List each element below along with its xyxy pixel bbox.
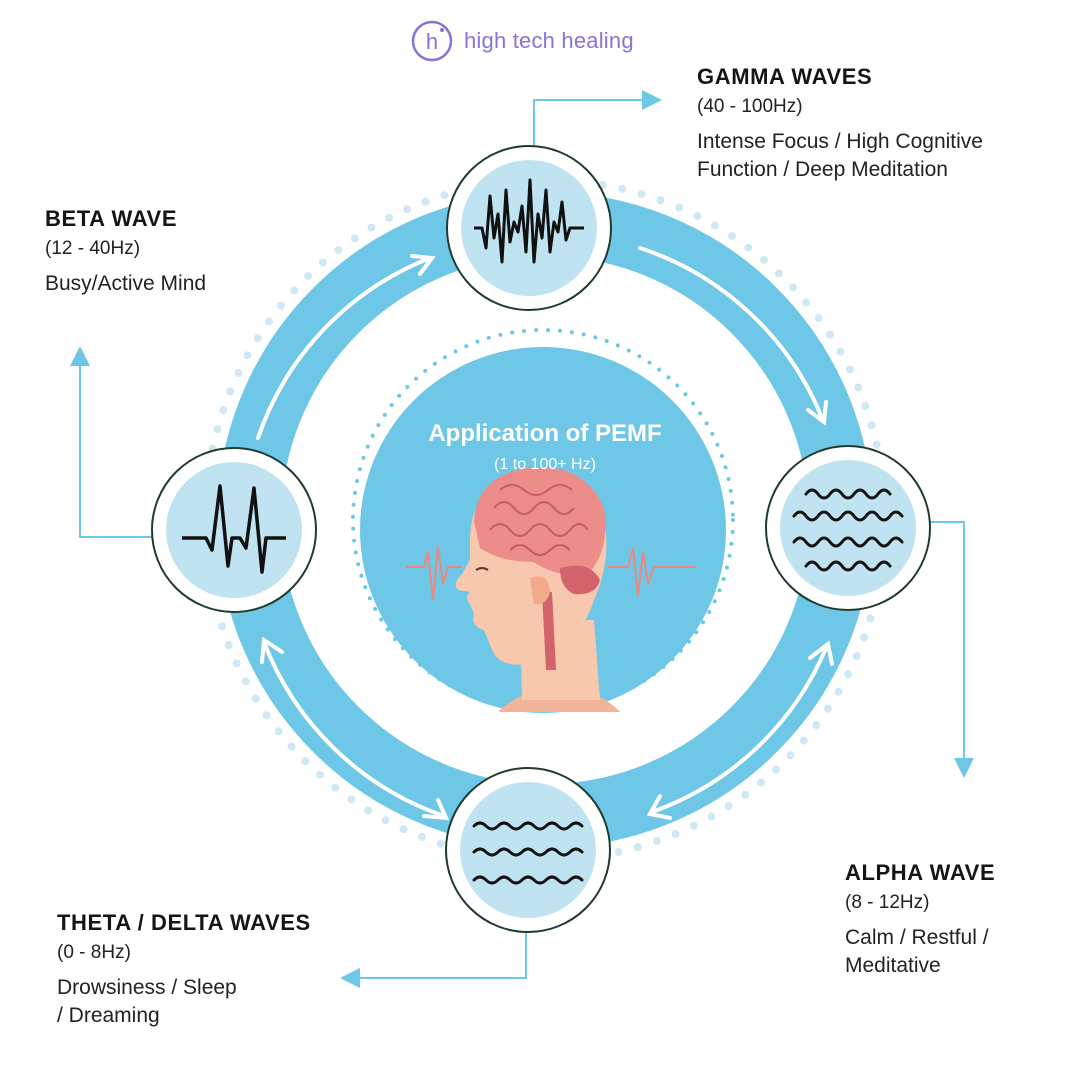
arrow-theta-to-beta-head [260, 636, 284, 664]
beta-frequency: (12 - 40Hz) [45, 238, 141, 259]
theta-wave-icon [472, 821, 584, 885]
theta-label: THETA / DELTA WAVES (0 - 8Hz) Drowsiness… [57, 910, 311, 1030]
brand-name: high tech healing [464, 28, 634, 53]
arrow-alpha-to-theta [650, 646, 828, 814]
alpha-description: Calm / Restful / Meditative [845, 924, 995, 980]
gamma-wave-icon [474, 178, 584, 264]
theta-node [445, 767, 611, 933]
brand-h-icon: h [411, 20, 453, 62]
theta-desc-line-2: / Dreaming [57, 1004, 160, 1027]
beta-wave-icon [182, 484, 286, 574]
alpha-wave-icon [792, 488, 904, 572]
gamma-connector [533, 90, 662, 160]
arrow-beta-to-gamma [256, 256, 432, 440]
center-title: Application of PEMF [428, 420, 662, 447]
arrow-gamma-to-alpha [638, 246, 824, 420]
gamma-description: Intense Focus / High Cognitive Function … [697, 128, 983, 184]
alpha-frequency: (8 - 12Hz) [845, 892, 930, 913]
arrow-gamma-to-alpha-head [806, 400, 828, 426]
cycle-arrows [256, 246, 834, 821]
arrow-beta-to-gamma-head [410, 254, 436, 276]
alpha-desc-line-2: Meditative [845, 954, 941, 977]
alpha-title: ALPHA WAVE [845, 860, 996, 885]
beta-label: BETA WAVE (12 - 40Hz) Busy/Active Mind [45, 206, 206, 298]
gamma-label: GAMMA WAVES (40 - 100Hz) Intense Focus /… [697, 64, 983, 184]
gamma-desc-line-1: Intense Focus / High Cognitive [697, 130, 983, 153]
alpha-desc-line-1: Calm / Restful / [845, 926, 989, 949]
connector-lines [70, 90, 974, 988]
arrow-alpha-to-theta-head [808, 640, 834, 666]
left-pulse-line [406, 545, 462, 601]
alpha-node [765, 445, 931, 611]
gamma-desc-line-2: Function / Deep Meditation [697, 158, 948, 181]
alpha-connector [928, 521, 974, 778]
gamma-node [446, 145, 612, 311]
arrow-alpha-to-theta-tail [646, 794, 672, 820]
brand-logo: h high tech healing [410, 16, 634, 66]
head-brain-illustration [406, 467, 696, 712]
beta-description: Busy/Active Mind [45, 272, 207, 295]
beta-title: BETA WAVE [45, 206, 178, 231]
svg-text:h: h [426, 29, 438, 54]
beta-node [151, 447, 317, 613]
beta-connector [70, 346, 160, 538]
alpha-label: ALPHA WAVE (8 - 12Hz) Calm / Restful / M… [845, 860, 995, 980]
theta-title: THETA / DELTA WAVES [57, 910, 311, 935]
center-range: (1 to 100+ Hz) [494, 456, 596, 473]
theta-description: Drowsiness / Sleep / Dreaming [57, 974, 311, 1030]
theta-desc-line-1: Drowsiness / Sleep [57, 976, 237, 999]
right-pulse-line [608, 547, 696, 597]
theta-connector [340, 930, 527, 988]
gamma-frequency: (40 - 100Hz) [697, 96, 803, 117]
arrow-theta-to-beta [262, 640, 446, 818]
theta-frequency: (0 - 8Hz) [57, 942, 131, 963]
arrow-theta-to-beta-tail [422, 798, 450, 821]
gamma-title: GAMMA WAVES [697, 64, 873, 89]
